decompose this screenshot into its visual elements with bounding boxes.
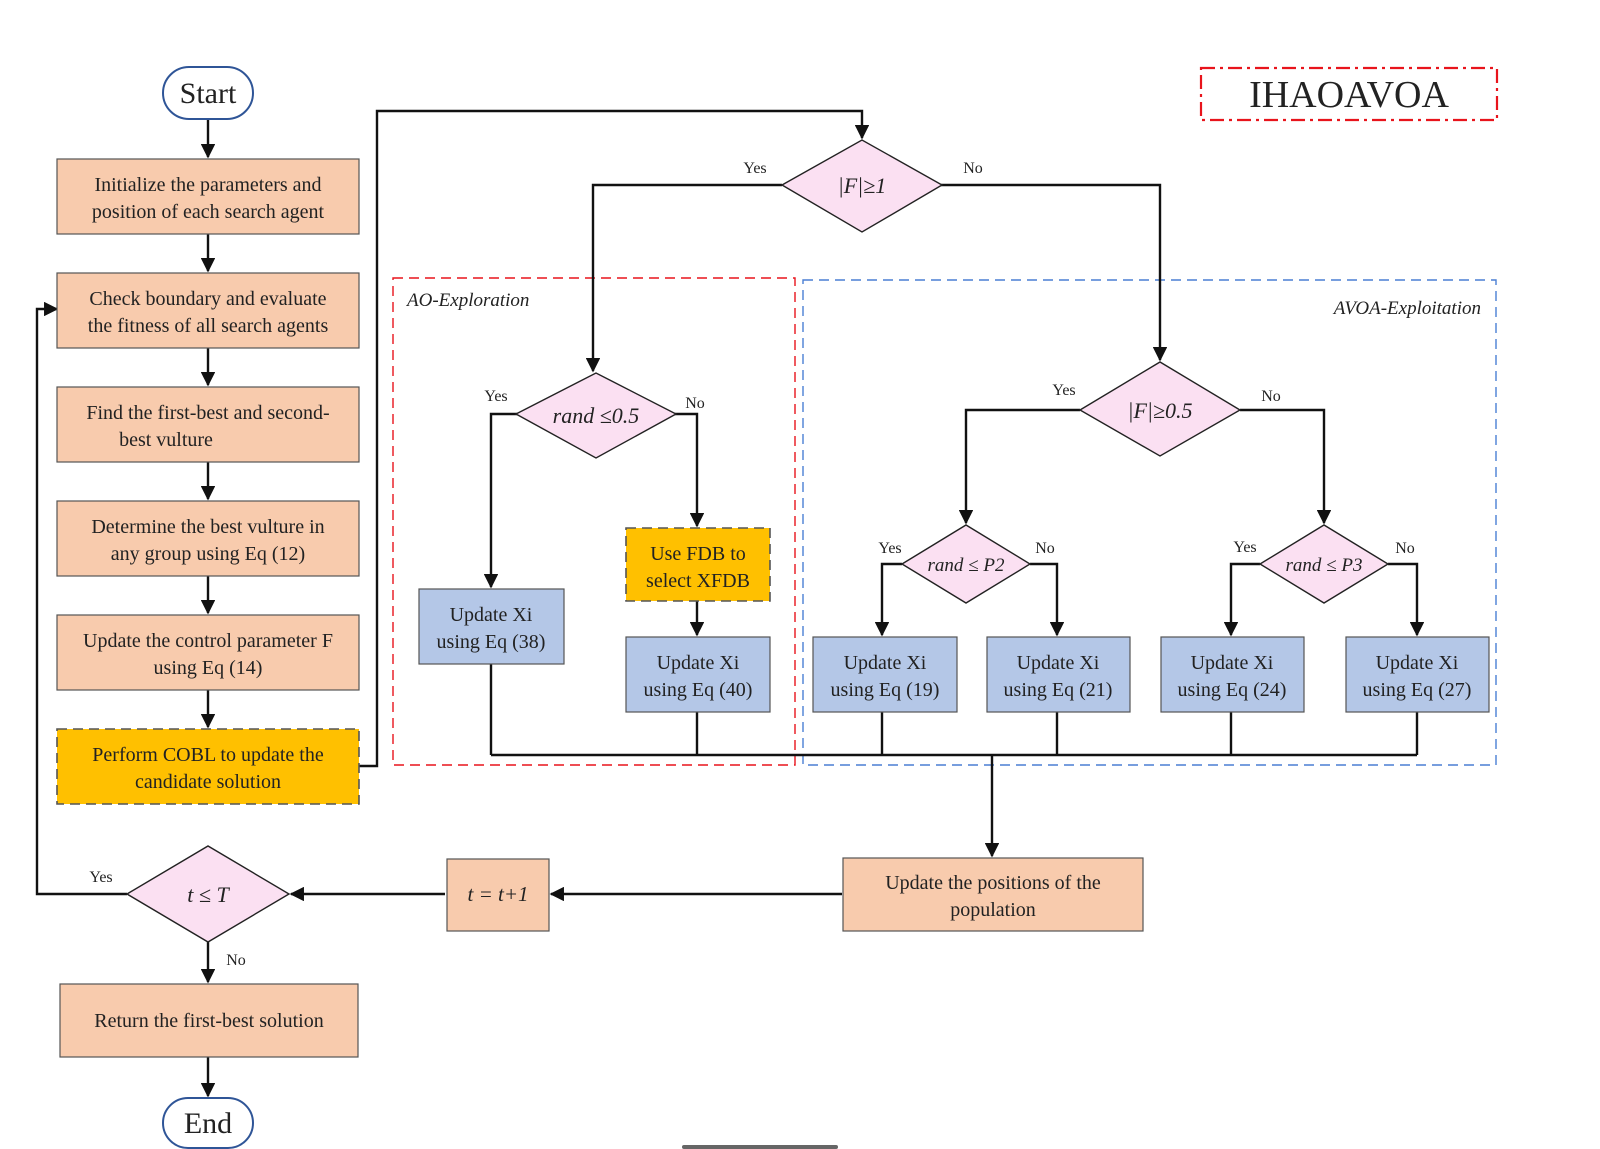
p3-yes-label: Yes bbox=[1233, 539, 1256, 556]
title: IHAOAVOA bbox=[1249, 74, 1449, 116]
svg-text:select XFDB: select XFDB bbox=[646, 570, 750, 592]
avoa-exploitation-region: AVOA-Exploitation bbox=[802, 279, 1497, 766]
ao-region-label: AO-Exploration bbox=[405, 290, 529, 311]
update-eq21-box: Update Xi using Eq (21) bbox=[986, 636, 1131, 713]
return-box: Return the first-best solution bbox=[59, 983, 359, 1058]
svg-text:Determine the best vulture in: Determine the best vulture in bbox=[91, 516, 324, 538]
svg-text:Check boundary and evaluate: Check boundary and evaluate bbox=[89, 288, 326, 310]
f-ge-1-decision: |F|≥1 Yes No bbox=[743, 139, 983, 233]
initialize-box: Initialize the parameters and position o… bbox=[56, 158, 360, 235]
svg-text:using Eq (21): using Eq (21) bbox=[1004, 679, 1113, 701]
svg-text:candidate solution: candidate solution bbox=[135, 771, 281, 793]
title-box: IHAOAVOA bbox=[1199, 66, 1499, 122]
svg-text:using Eq (40): using Eq (40) bbox=[644, 679, 753, 701]
start-terminal: Start bbox=[162, 66, 254, 120]
svg-text:Perform COBL to update the: Perform COBL to update the bbox=[92, 744, 324, 766]
rand-p2-decision: rand ≤ P2 Yes No bbox=[878, 524, 1055, 604]
svg-text:Return the first-best solution: Return the first-best solution bbox=[94, 1010, 323, 1032]
svg-text:|F|≥0.5: |F|≥0.5 bbox=[1127, 398, 1192, 423]
update-eq40-box: Update Xi using Eq (40) bbox=[625, 636, 771, 713]
svg-text:position of each search agent: position of each search agent bbox=[92, 201, 325, 223]
svg-text:Update Xi: Update Xi bbox=[844, 652, 927, 674]
svg-text:Update Xi: Update Xi bbox=[1017, 652, 1100, 674]
svg-text:Update Xi: Update Xi bbox=[657, 652, 740, 674]
f05-no-label: No bbox=[1261, 388, 1281, 405]
rand-p3-decision: rand ≤ P3 Yes No bbox=[1233, 524, 1415, 604]
scrollbar-thumb[interactable] bbox=[682, 1145, 838, 1149]
svg-text:using Eq (19): using Eq (19) bbox=[831, 679, 940, 701]
svg-text:Update Xi: Update Xi bbox=[450, 604, 533, 626]
avoa-region-label: AVOA-Exploitation bbox=[1332, 298, 1481, 319]
f1-yes-label: Yes bbox=[743, 160, 766, 177]
update-f-box: Update the control parameter F using Eq … bbox=[56, 614, 360, 691]
rand-05-decision: rand ≤0.5 Yes No bbox=[484, 372, 705, 459]
svg-text:Update Xi: Update Xi bbox=[1376, 652, 1459, 674]
connectors bbox=[35, 109, 1425, 1098]
svg-text:the fitness of all search agen: the fitness of all search agents bbox=[88, 315, 329, 337]
f-ge-05-decision: |F|≥0.5 Yes No bbox=[1052, 361, 1281, 457]
update-eq27-box: Update Xi using Eq (27) bbox=[1345, 636, 1490, 713]
svg-text:t ≤ T: t ≤ T bbox=[187, 882, 230, 907]
svg-text:Initialize the parameters and: Initialize the parameters and bbox=[94, 174, 321, 196]
svg-text:using Eq (27): using Eq (27) bbox=[1363, 679, 1472, 701]
svg-text:best vulture: best vulture bbox=[119, 429, 213, 451]
f1-no-label: No bbox=[963, 160, 983, 177]
svg-text:Use FDB to: Use FDB to bbox=[650, 543, 746, 565]
rand05-yes-label: Yes bbox=[484, 388, 507, 405]
svg-text:|F|≥1: |F|≥1 bbox=[838, 173, 887, 198]
svg-text:t = t+1: t = t+1 bbox=[467, 882, 528, 906]
p2-no-label: No bbox=[1035, 540, 1055, 557]
check-boundary-box: Check boundary and evaluate the fitness … bbox=[56, 272, 360, 349]
svg-text:End: End bbox=[184, 1107, 232, 1140]
svg-text:Update Xi: Update Xi bbox=[1191, 652, 1274, 674]
update-population-box: Update the positions of the population bbox=[842, 857, 1144, 932]
svg-text:any group using Eq (12): any group using Eq (12) bbox=[111, 543, 305, 565]
update-eq38-box: Update Xi using Eq (38) bbox=[418, 588, 565, 665]
end-terminal: End bbox=[162, 1097, 254, 1149]
find-best-box: Find the first-best and second- best vul… bbox=[56, 386, 360, 463]
svg-text:population: population bbox=[950, 899, 1036, 921]
svg-text:using Eq (38): using Eq (38) bbox=[437, 631, 546, 653]
tT-yes-label: Yes bbox=[89, 869, 112, 886]
svg-text:Update the control parameter F: Update the control parameter F bbox=[83, 630, 333, 652]
update-eq19-box: Update Xi using Eq (19) bbox=[812, 636, 958, 713]
svg-text:using Eq (14): using Eq (14) bbox=[154, 657, 263, 679]
update-eq24-box: Update Xi using Eq (24) bbox=[1160, 636, 1305, 713]
svg-text:rand ≤0.5: rand ≤0.5 bbox=[553, 403, 640, 428]
rand05-no-label: No bbox=[685, 395, 705, 412]
svg-text:rand ≤ P3: rand ≤ P3 bbox=[1286, 555, 1363, 576]
p3-no-label: No bbox=[1395, 540, 1415, 557]
f05-yes-label: Yes bbox=[1052, 382, 1075, 399]
tT-no-label: No bbox=[226, 952, 246, 969]
determine-best-box: Determine the best vulture in any group … bbox=[56, 500, 360, 577]
cobl-box: Perform COBL to update the candidate sol… bbox=[56, 728, 360, 805]
svg-text:Find the first-best and second: Find the first-best and second- bbox=[86, 402, 329, 424]
fdb-box: Use FDB to select XFDB bbox=[625, 527, 771, 602]
t-increment-box: t = t+1 bbox=[446, 858, 550, 932]
svg-text:rand ≤ P2: rand ≤ P2 bbox=[928, 555, 1005, 576]
t-le-T-decision: t ≤ T Yes No bbox=[89, 845, 291, 969]
svg-text:Update the positions of the: Update the positions of the bbox=[885, 872, 1101, 894]
p2-yes-label: Yes bbox=[878, 540, 901, 557]
svg-text:Start: Start bbox=[180, 77, 237, 110]
svg-text:using Eq (24): using Eq (24) bbox=[1178, 679, 1287, 701]
